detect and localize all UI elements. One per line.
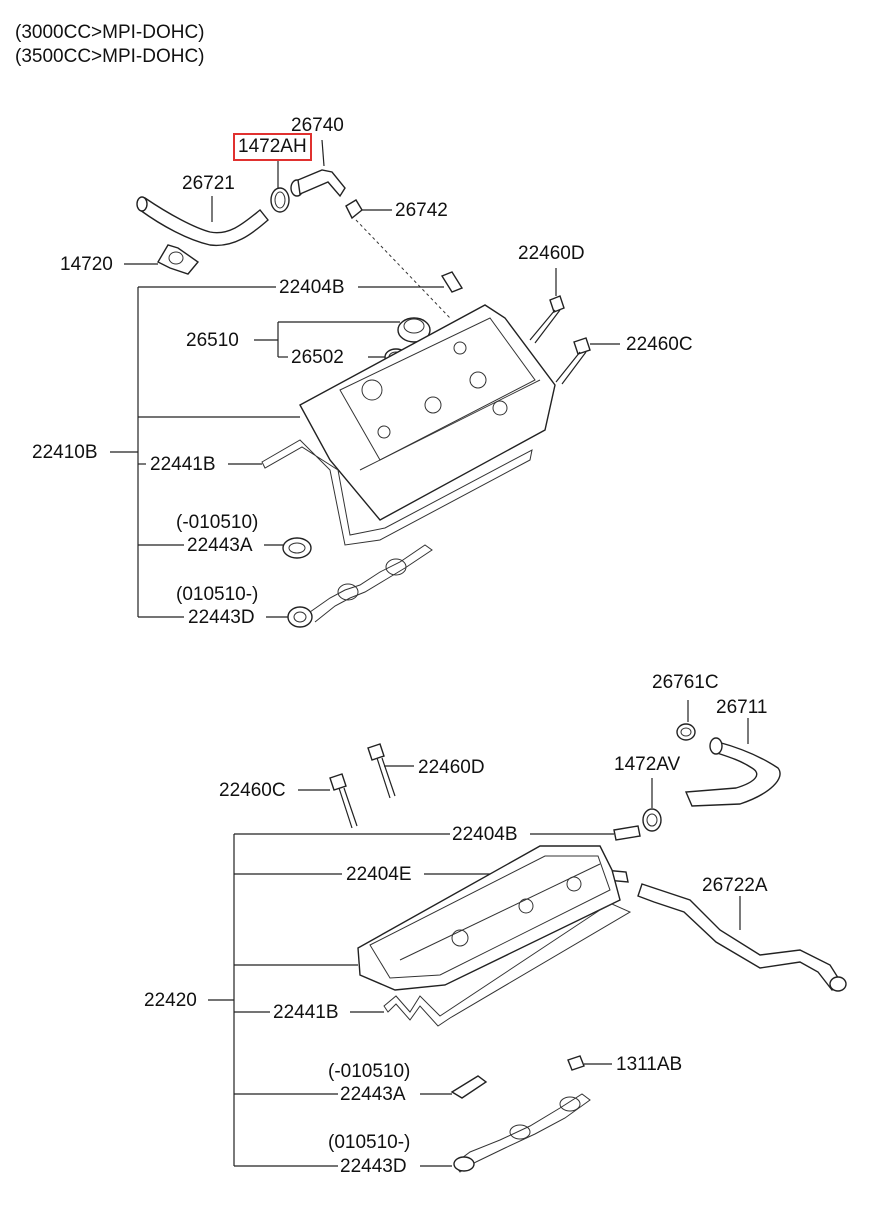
bolt-22460D-upper bbox=[529, 268, 565, 344]
lower-leader-lines bbox=[208, 833, 450, 1167]
label-26711[interactable]: 26711 bbox=[716, 697, 768, 718]
clamp-26761C bbox=[676, 700, 696, 741]
rocker-cover-22410B bbox=[299, 304, 556, 521]
breather-hose-26721 bbox=[136, 196, 269, 247]
label-22460D-upper[interactable]: 22460D bbox=[518, 243, 585, 264]
dowel-22404B-lower bbox=[530, 825, 641, 841]
plug-gasket-22443D-upper bbox=[287, 544, 433, 628]
label-22443A-upper[interactable]: 22443A bbox=[187, 535, 253, 556]
engine-spec-line-1: (3000CC>MPI-DOHC) bbox=[15, 22, 205, 43]
hose-26711 bbox=[684, 718, 781, 807]
label-22443A-lower[interactable]: 22443A bbox=[340, 1084, 406, 1105]
label-26722A[interactable]: 26722A bbox=[702, 875, 768, 896]
plug-gasket-22443A-lower bbox=[420, 1075, 488, 1099]
label-22404B-upper[interactable]: 22404B bbox=[279, 277, 345, 298]
label-1311AB[interactable]: 1311AB bbox=[616, 1054, 683, 1075]
label-26740[interactable]: 26740 bbox=[291, 115, 344, 136]
label-26761C[interactable]: 26761C bbox=[652, 672, 719, 693]
upper-leader-lines bbox=[110, 196, 400, 618]
label-22410B[interactable]: 22410B bbox=[32, 442, 98, 463]
label-date-d-upper: (010510-) bbox=[176, 584, 259, 605]
label-date-a-lower: (-010510) bbox=[328, 1061, 411, 1082]
label-1472AV[interactable]: 1472AV bbox=[614, 754, 681, 775]
cover-gasket-22441B-lower bbox=[383, 903, 632, 1027]
plug-gasket-22443D-lower bbox=[420, 1093, 591, 1173]
label-22460C-lower[interactable]: 22460C bbox=[219, 780, 286, 801]
clamp-1472AH bbox=[270, 160, 290, 213]
label-14720[interactable]: 14720 bbox=[60, 254, 113, 275]
clamp-1472AV bbox=[642, 778, 662, 832]
label-1472AH-highlighted[interactable]: 1472AH bbox=[233, 133, 312, 161]
bolt-22460D-lower bbox=[367, 743, 414, 799]
oil-cap-26510 bbox=[397, 317, 431, 343]
label-22460C-upper[interactable]: 22460C bbox=[626, 334, 693, 355]
pcv-valve-26742 bbox=[345, 199, 451, 319]
bolt-22460C-lower bbox=[298, 773, 358, 829]
label-date-a-upper: (-010510) bbox=[176, 512, 259, 533]
engine-spec-line-2: (3500CC>MPI-DOHC) bbox=[15, 46, 205, 67]
label-22420[interactable]: 22420 bbox=[144, 990, 197, 1011]
label-22441B-upper[interactable]: 22441B bbox=[150, 454, 216, 475]
label-26510[interactable]: 26510 bbox=[186, 330, 239, 351]
label-22443D-upper[interactable]: 22443D bbox=[188, 607, 255, 628]
plug-gasket-22443A-upper bbox=[282, 537, 312, 559]
label-22460D-lower[interactable]: 22460D bbox=[418, 757, 485, 778]
label-22404E[interactable]: 22404E bbox=[346, 864, 412, 885]
label-22443D-lower[interactable]: 22443D bbox=[340, 1156, 407, 1177]
rocker-cover-22420 bbox=[357, 845, 621, 991]
label-22441B-lower[interactable]: 22441B bbox=[273, 1002, 339, 1023]
label-26742[interactable]: 26742 bbox=[395, 200, 448, 221]
label-26502[interactable]: 26502 bbox=[291, 347, 344, 368]
hose-26740 bbox=[290, 139, 346, 198]
seal-1311AB bbox=[567, 1055, 612, 1071]
hose-26722A bbox=[637, 883, 847, 992]
dowel-22404B-upper bbox=[358, 271, 464, 293]
label-22404B-lower[interactable]: 22404B bbox=[452, 824, 518, 845]
bolt-22460C-upper bbox=[555, 337, 620, 385]
label-date-d-lower: (010510-) bbox=[328, 1132, 411, 1153]
label-26721[interactable]: 26721 bbox=[182, 173, 235, 194]
cover-gasket-22441B-upper bbox=[261, 439, 533, 546]
bracket-14720 bbox=[124, 244, 200, 275]
